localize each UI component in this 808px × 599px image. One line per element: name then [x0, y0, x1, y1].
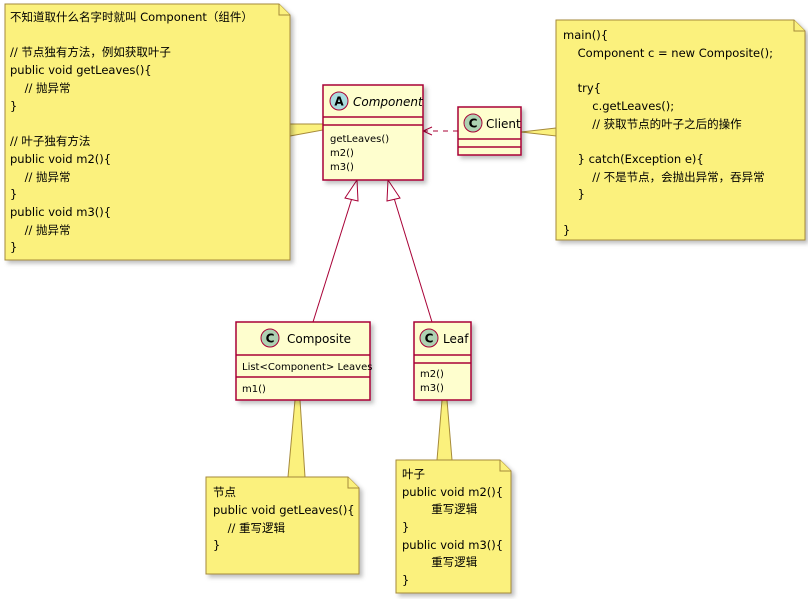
note-composite-text: 节点 public void getLeaves(){ // 重写逻辑 }: [213, 485, 355, 552]
note-line: Component c = new Composite();: [563, 46, 773, 60]
method: m2(): [420, 369, 444, 380]
note-line: // 叶子独有方法: [10, 134, 90, 148]
note-line: } catch(Exception e){: [563, 152, 704, 166]
note-connector-component: [289, 123, 324, 137]
class-badge-icon: [463, 113, 483, 133]
badge-letter: C: [425, 332, 434, 346]
class-name: Client: [486, 117, 521, 131]
class-client[interactable]: [457, 106, 522, 156]
method: m3(): [330, 162, 354, 173]
note-line: }: [402, 573, 409, 587]
note-leaf-text: 叶子 public void m2(){ 重写逻辑 } public void …: [402, 467, 503, 587]
class-client-content: C Client: [458, 113, 521, 148]
class-component-content: A Component getLeaves() m2() m3(): [323, 91, 424, 173]
note-component: [4, 3, 291, 261]
note-line: // 节点独有方法，例如获取叶子: [10, 45, 171, 59]
note-line: public void getLeaves(){: [10, 63, 152, 77]
class-leaf-content: C Leaf m2() m3(): [414, 328, 471, 394]
class-composite[interactable]: [235, 321, 371, 401]
note-line: public void m2(){: [10, 152, 111, 166]
note-line: 不知道取什么名字时就叫 Component（组件）: [10, 10, 253, 24]
note-line: // 抛异常: [10, 223, 71, 237]
note-line: // 重写逻辑: [213, 521, 286, 535]
note-line: }: [10, 99, 17, 113]
note-client-text: main(){ Component c = new Composite(); t…: [563, 28, 773, 237]
note-line: // 不是节点，会抛出异常，吞异常: [563, 170, 765, 184]
inheritance-line-leaf: [393, 197, 433, 323]
badge-letter: C: [266, 332, 275, 346]
note-line: public void getLeaves(){: [213, 503, 355, 517]
class-name: Composite: [287, 332, 351, 346]
note-client: [555, 19, 806, 241]
method: getLeaves(): [330, 134, 389, 145]
note-composite: [205, 476, 360, 575]
note-line: public void m3(){: [10, 205, 111, 219]
note-line: 重写逻辑: [402, 555, 478, 569]
method: m2(): [330, 148, 354, 159]
note-line: public void m2(){: [402, 485, 503, 499]
note-line: }: [10, 187, 17, 201]
note-line: main(){: [563, 28, 608, 42]
note-line: }: [402, 520, 409, 534]
note-line: // 抛异常: [10, 170, 71, 184]
class-composite-content: C Composite List<Component> Leaves m1(): [236, 328, 372, 395]
note-line: }: [563, 187, 585, 201]
field: List<Component> Leaves: [242, 362, 372, 373]
class-name: Component: [353, 95, 424, 109]
note-line: // 抛异常: [10, 81, 71, 95]
abstract-badge-icon: [329, 91, 349, 111]
class-badge-icon: [260, 328, 280, 348]
method: m1(): [242, 384, 266, 395]
class-badge-icon: [419, 328, 439, 348]
note-connector-composite: [287, 399, 306, 478]
badge-letter: C: [469, 117, 478, 131]
note-line: public void m3(){: [402, 538, 503, 552]
inheritance-arrowhead-leaf: [386, 178, 401, 202]
note-line: c.getLeaves();: [563, 99, 674, 113]
note-leaf: [395, 459, 512, 594]
note-line: try{: [563, 81, 601, 95]
note-line: 叶子: [402, 467, 425, 481]
note-line: 重写逻辑: [402, 502, 478, 516]
note-connector-leaf: [436, 399, 453, 461]
note-connector-client: [520, 127, 557, 137]
inheritance-arrowhead-composite: [344, 178, 359, 202]
note-component-text: 不知道取什么名字时就叫 Component（组件） // 节点独有方法，例如获取…: [10, 10, 253, 254]
inheritance-line-composite: [312, 197, 353, 323]
class-name: Leaf: [443, 332, 469, 346]
method: m3(): [420, 383, 444, 394]
connectors: [287, 123, 557, 478]
note-line: }: [10, 240, 17, 254]
badge-letter: A: [334, 95, 344, 109]
note-line: 节点: [213, 485, 236, 499]
note-line: }: [563, 223, 570, 237]
note-line: }: [213, 538, 220, 552]
note-line: // 获取节点的叶子之后的操作: [563, 117, 742, 131]
